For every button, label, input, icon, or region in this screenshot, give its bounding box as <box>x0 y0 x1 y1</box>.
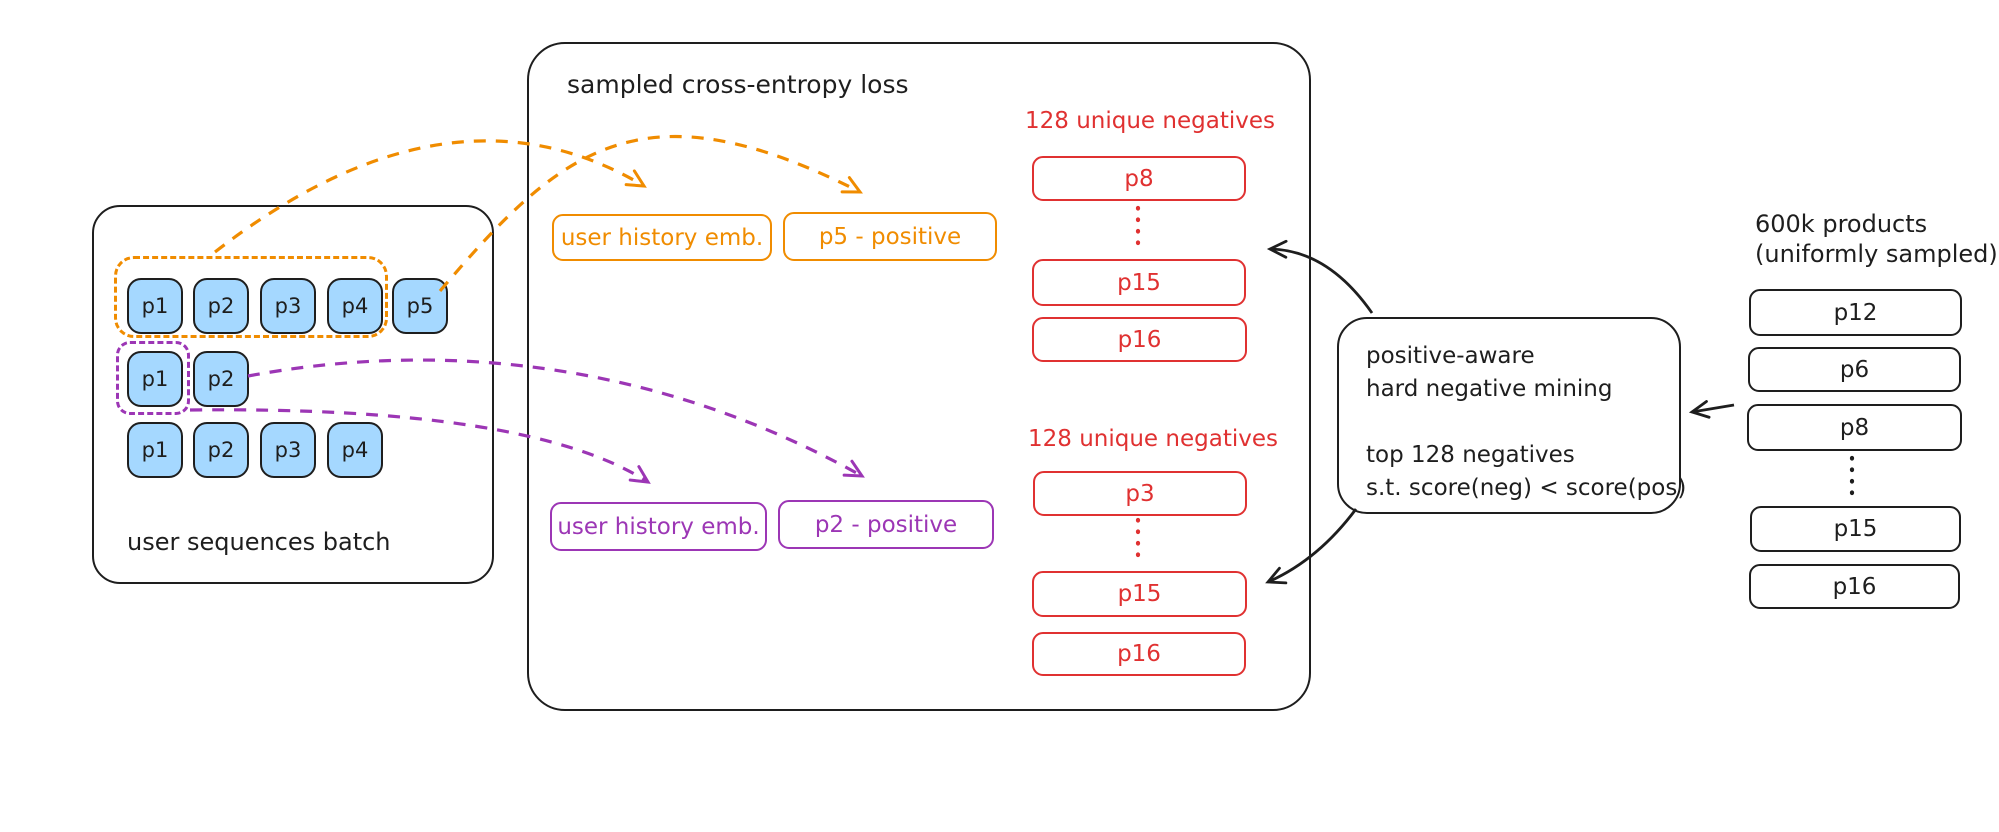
product-item-label: p15 <box>1833 516 1878 542</box>
mining-line: s.t. score(neg) < score(pos) <box>1366 475 1687 501</box>
sequence-chip: p4 <box>327 278 383 334</box>
negatives-top-header: 128 unique negatives <box>1025 108 1275 134</box>
sequence-chip: p3 <box>260 422 316 478</box>
sequence-chip: p2 <box>193 422 249 478</box>
sequence-chip: p5 <box>392 278 448 334</box>
sequence-chip: p4 <box>327 422 383 478</box>
negative-item-box: p15 <box>1032 259 1246 306</box>
negative-item-label: p15 <box>1117 269 1161 296</box>
chip-label: p2 <box>207 294 235 318</box>
p2-positive-box: p2 - positive <box>778 500 994 549</box>
product-item-box: p8 <box>1747 404 1962 451</box>
sequence-chip: p1 <box>127 278 183 334</box>
product-item-label: p8 <box>1839 414 1870 441</box>
negative-item-label: p16 <box>1117 326 1162 353</box>
p5-positive-label: p5 - positive <box>818 223 962 250</box>
chip-label: p1 <box>141 367 169 391</box>
product-item-label: p12 <box>1833 299 1878 326</box>
user-history-emb-label: user history emb. <box>560 224 764 251</box>
sequence-chip: p1 <box>127 351 183 407</box>
product-item-box: p6 <box>1748 347 1961 392</box>
mining-panel-text: positive-aware hard negative mining top … <box>1366 340 1686 505</box>
purple-history-group-outline <box>116 341 190 415</box>
chip-label: p4 <box>341 294 369 318</box>
product-item-box: p16 <box>1749 564 1960 609</box>
negative-item-box: p8 <box>1032 156 1246 201</box>
p5-positive-box: p5 - positive <box>783 212 997 261</box>
negative-item-box: p15 <box>1032 571 1247 617</box>
chip-label: p3 <box>274 438 302 462</box>
negative-item-box: p16 <box>1032 317 1247 362</box>
negative-item-label: p8 <box>1124 165 1154 192</box>
mining-line: hard negative mining <box>1366 376 1613 402</box>
loss-panel-title: sampled cross-entropy loss <box>567 70 909 99</box>
negative-item-box: p16 <box>1032 632 1246 676</box>
products-header-line2: (uniformly sampled) <box>1755 240 1998 268</box>
sequence-chip: p1 <box>127 422 183 478</box>
mining-line: top 128 negatives <box>1366 442 1575 468</box>
negative-item-label: p16 <box>1117 641 1161 667</box>
chip-label: p1 <box>141 438 169 462</box>
product-item-box: p15 <box>1750 506 1961 552</box>
user-history-emb-box-orange: user history emb. <box>552 214 772 261</box>
product-item-label: p16 <box>1832 573 1877 600</box>
negative-item-label: p3 <box>1125 480 1155 507</box>
user-history-emb-label: user history emb. <box>557 513 760 540</box>
negative-item-label: p15 <box>1117 581 1162 607</box>
chip-label: p5 <box>406 294 434 318</box>
mining-text-spacer <box>1366 406 1686 439</box>
product-item-label: p6 <box>1839 356 1870 383</box>
chip-label: p2 <box>207 367 235 391</box>
arrow-products-to-mining <box>1688 400 1735 419</box>
negatives-bottom-header: 128 unique negatives <box>1028 426 1278 452</box>
sequence-chip: p3 <box>260 278 316 334</box>
chip-label: p2 <box>207 438 235 462</box>
sequence-chip: p2 <box>193 351 249 407</box>
products-header-line1: 600k products <box>1755 210 1928 238</box>
sequence-chip: p2 <box>193 278 249 334</box>
orange-history-group-outline <box>114 256 388 338</box>
negative-item-box: p3 <box>1033 471 1247 516</box>
p2-positive-label: p2 - positive <box>814 511 958 538</box>
chip-label: p4 <box>341 438 369 462</box>
user-history-emb-box-purple: user history emb. <box>550 502 767 551</box>
hard-negative-mining-panel <box>1337 317 1681 514</box>
chip-label: p1 <box>141 294 169 318</box>
mining-line: positive-aware <box>1366 343 1535 369</box>
chip-label: p3 <box>274 294 302 318</box>
user-sequences-label: user sequences batch <box>127 528 391 556</box>
product-item-box: p12 <box>1749 289 1962 336</box>
